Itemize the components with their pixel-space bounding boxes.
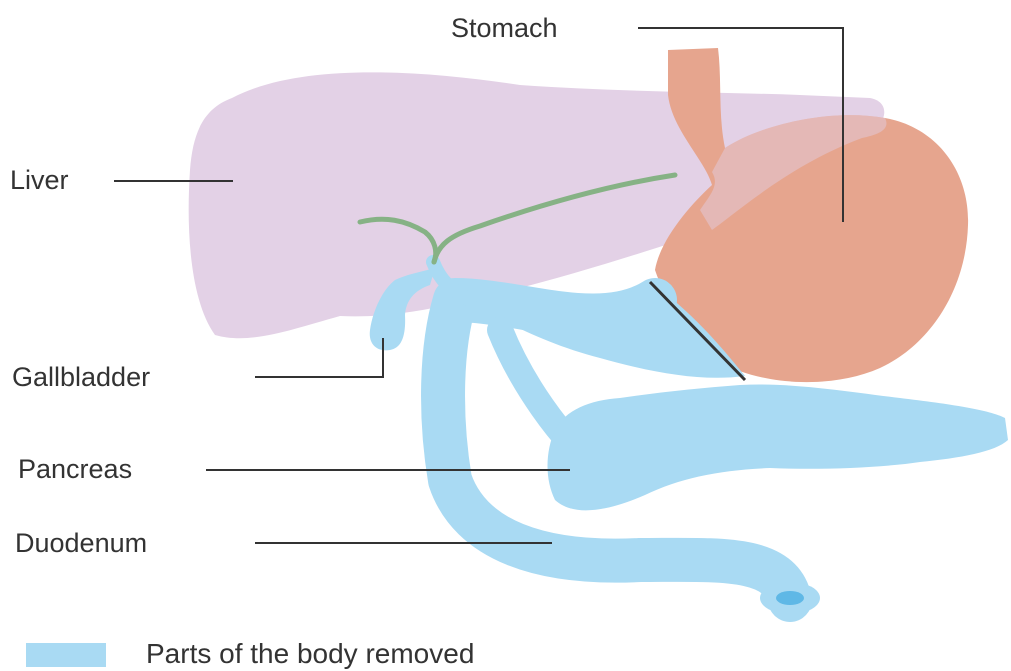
duodenum-label: Duodenum — [15, 530, 147, 557]
gallbladder-leader-line — [255, 338, 383, 377]
legend-text: Parts of the body removed — [146, 640, 474, 668]
gallbladder-label: Gallbladder — [12, 364, 150, 391]
stomach-label: Stomach — [451, 15, 558, 42]
duodenum-lumen — [776, 591, 804, 605]
liver-label: Liver — [10, 167, 69, 194]
pancreas-shape — [548, 384, 1009, 510]
pancreas-label: Pancreas — [18, 456, 132, 483]
legend-swatch — [26, 643, 106, 667]
